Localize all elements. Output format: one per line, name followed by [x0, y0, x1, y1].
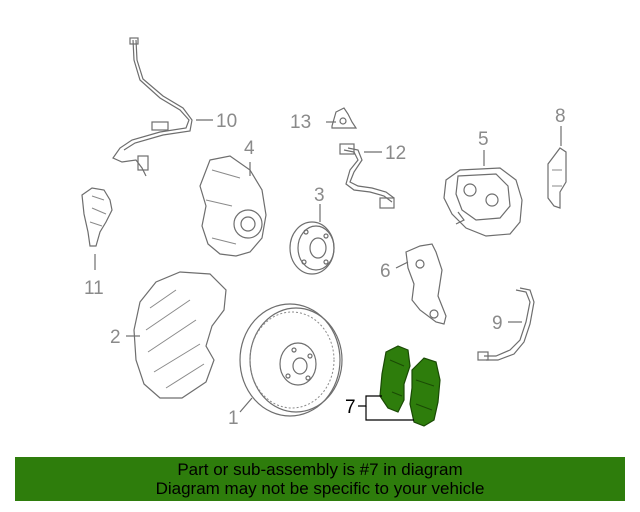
callout-9: 9 [492, 313, 503, 334]
callout-4: 4 [244, 138, 255, 159]
callout-8: 8 [555, 106, 566, 127]
callout-2: 2 [110, 327, 121, 348]
part-12-wear-sensor[interactable] [339, 143, 395, 209]
info-banner: Part or sub-assembly is #7 in diagram Di… [15, 457, 625, 501]
callout-1: 1 [228, 408, 239, 429]
part-2-splash-shield[interactable] [133, 271, 227, 399]
callout-10: 10 [216, 111, 237, 132]
part-10-speed-sensor[interactable] [112, 37, 193, 177]
callout-13: 13 [290, 112, 311, 133]
callout-12: 12 [385, 143, 406, 164]
callout-7: 7 [345, 397, 356, 418]
callout-11: 11 [84, 278, 104, 299]
part-6-carrier[interactable] [405, 243, 447, 325]
exploded-parts-diagram: 10 13 12 4 5 8 3 11 6 2 9 1 7 [81, 37, 567, 429]
callout-3: 3 [314, 185, 325, 206]
callout-6: 6 [380, 261, 391, 282]
part-13-bracket[interactable] [331, 107, 358, 129]
part-1-rotor[interactable] [239, 303, 343, 417]
part-9-sensor-wire[interactable] [477, 287, 535, 361]
part-11-bracket[interactable] [81, 187, 113, 247]
part-8-clip[interactable] [547, 147, 567, 209]
banner-line-1: Part or sub-assembly is #7 in diagram [177, 460, 463, 479]
part-3-hub[interactable] [289, 221, 335, 275]
part-5-caliper[interactable] [443, 167, 523, 237]
leader-lines [94, 119, 562, 421]
callout-5: 5 [478, 129, 489, 150]
banner-line-2: Diagram may not be specific to your vehi… [155, 479, 485, 498]
part-7-brake-pads[interactable] [379, 345, 441, 427]
part-4-knuckle[interactable] [199, 155, 267, 257]
callout-labels: 10 13 12 4 5 8 3 11 6 2 9 1 7 [84, 106, 566, 429]
